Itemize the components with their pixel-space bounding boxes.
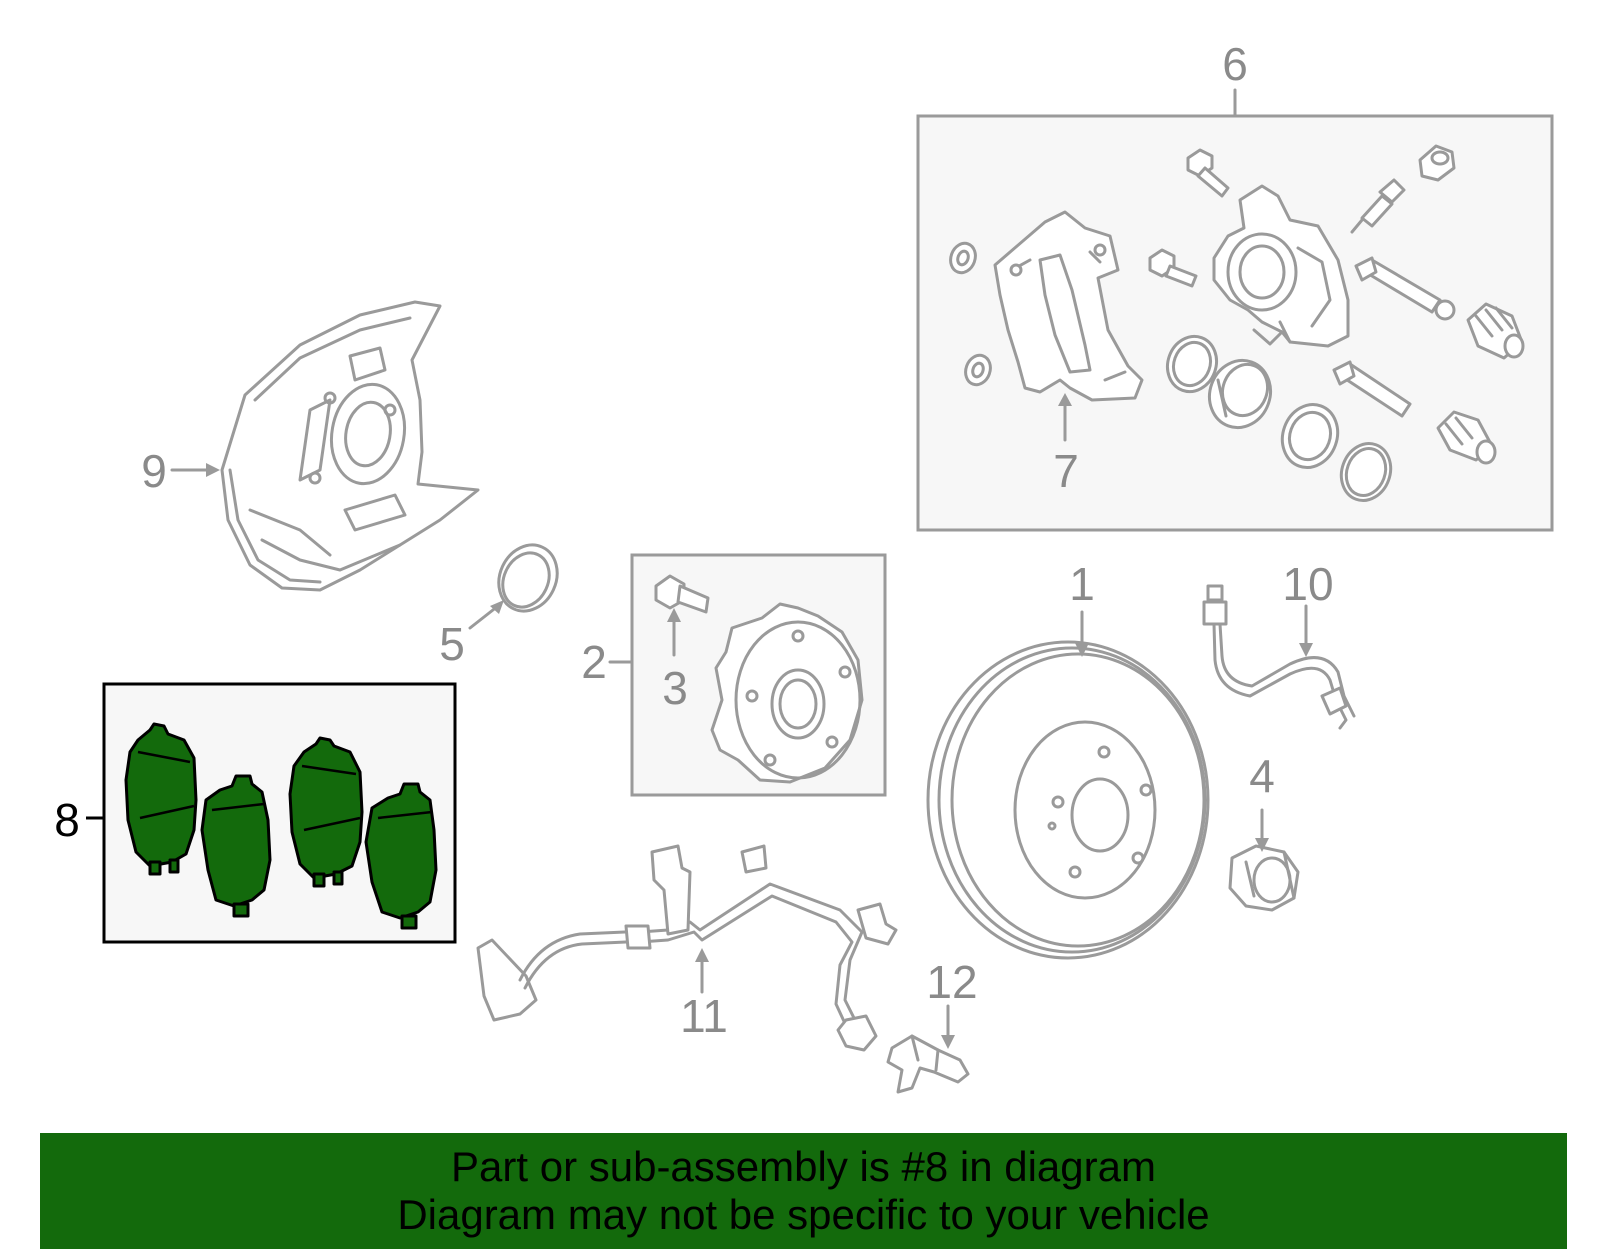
hub-assembly-box: 2 3 (581, 553, 887, 797)
washer-left-upper (949, 241, 977, 275)
brake-disc (926, 640, 1210, 960)
o-ring (1339, 442, 1393, 502)
guide-pin-upper (1354, 256, 1442, 314)
info-banner: Part or sub-assembly is #8 in diagram Di… (40, 1133, 1567, 1249)
hub-nut (1228, 844, 1300, 912)
abs-sensor-wire (476, 844, 898, 1052)
pin-boot-lower (1436, 410, 1497, 465)
callout-3: 3 (662, 662, 688, 714)
brake-pad-set-box[interactable]: 8 (54, 682, 457, 944)
caliper-bracket (993, 210, 1144, 402)
bleeder-cap (1418, 144, 1456, 182)
brake-pad-3[interactable] (288, 736, 364, 888)
brake-pad-1[interactable] (124, 722, 198, 876)
caliper-assembly-box: 6 7 (916, 38, 1554, 532)
brake-hose (1202, 584, 1356, 730)
callout-10: 10 (1282, 558, 1333, 610)
seal-ring (497, 543, 559, 613)
callout-1: 1 (1069, 558, 1095, 610)
hub-bolt (654, 574, 710, 614)
bleeder-screw (1350, 178, 1406, 234)
dust-shield (220, 300, 480, 592)
banner-line-1: Part or sub-assembly is #8 in diagram (451, 1143, 1156, 1190)
pin-boot-upper (1466, 302, 1525, 360)
pin-ring (1434, 299, 1456, 321)
caliper-bolt-top (1186, 148, 1230, 198)
dust-boot (1280, 403, 1340, 469)
caliper-housing (1212, 184, 1350, 348)
callout-9: 9 (141, 445, 167, 497)
callout-4: 4 (1249, 750, 1275, 802)
callout-7: 7 (1053, 445, 1079, 497)
wheel-hub (710, 602, 864, 784)
callout-6: 6 (1222, 38, 1248, 90)
brake-pad-4[interactable] (364, 782, 438, 930)
banner-line-2: Diagram may not be specific to your vehi… (397, 1191, 1210, 1238)
guide-pin-lower (1332, 360, 1412, 418)
callout-5: 5 (439, 618, 465, 670)
piston (1208, 358, 1272, 430)
callout-8: 8 (54, 794, 80, 846)
wheel-speed-sensor (886, 1034, 970, 1094)
callout-12: 12 (926, 956, 977, 1008)
caliper-bolt-middle (1148, 248, 1198, 288)
callout-2: 2 (581, 636, 607, 688)
piston-seal (1165, 334, 1219, 394)
washer-left-lower (964, 353, 992, 387)
brake-pad-2[interactable] (200, 774, 272, 918)
callout-11: 11 (680, 990, 728, 1042)
